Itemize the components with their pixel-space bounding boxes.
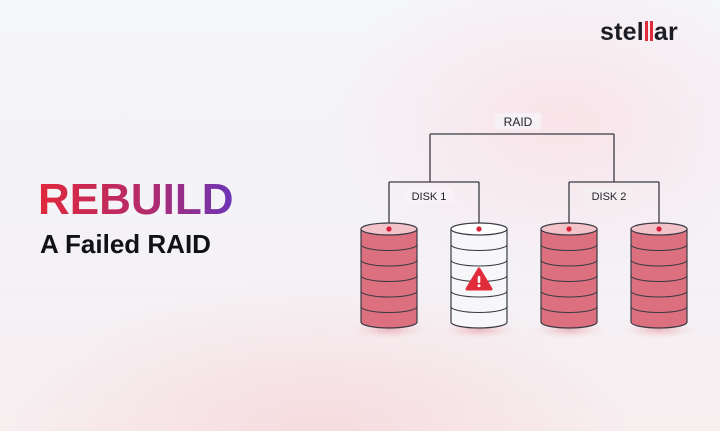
disk-band — [540, 244, 598, 252]
logo-bar-1 — [644, 21, 648, 41]
disk-band — [540, 290, 598, 298]
disk-band — [450, 306, 508, 314]
disk — [540, 222, 598, 329]
disk-band — [360, 306, 418, 314]
disk-band — [540, 275, 598, 283]
label-mask — [585, 187, 633, 203]
connection-dot — [566, 226, 572, 232]
disk — [630, 222, 688, 329]
connection-dot — [656, 226, 662, 232]
disk-band — [630, 306, 688, 314]
disk-group-label-1: DISK 1 — [412, 191, 447, 203]
headline-failed-raid: A Failed RAID — [40, 229, 211, 259]
disk-band — [630, 244, 688, 252]
disk-band — [360, 290, 418, 298]
logo-bar-2 — [649, 21, 653, 41]
disk-band — [630, 275, 688, 283]
disk-band — [630, 290, 688, 298]
disk-band — [450, 244, 508, 252]
label-mask — [405, 187, 453, 203]
warning-icon — [465, 267, 493, 291]
disk — [360, 222, 418, 329]
disk-body — [540, 229, 598, 329]
disk-body — [360, 229, 418, 329]
disk-band — [360, 259, 418, 267]
connection-dot — [386, 226, 392, 232]
logo-text-start: stel — [600, 18, 644, 46]
disk-band — [540, 306, 598, 314]
disk-band — [630, 259, 688, 267]
disk-band — [360, 275, 418, 283]
raid-label: RAID — [504, 115, 533, 129]
tree-lines — [388, 133, 660, 229]
failed-disk — [450, 222, 508, 329]
headline-rebuild: REBUILD — [38, 175, 234, 224]
disk-group-label-2: DISK 2 — [592, 191, 627, 203]
disk-band — [450, 290, 508, 298]
connection-dot — [476, 226, 482, 232]
disk-stack — [360, 222, 688, 329]
disk-band — [450, 259, 508, 267]
logo-text-end: ar — [653, 18, 678, 46]
disk-band — [540, 259, 598, 267]
disk-body — [630, 229, 688, 329]
label-mask — [495, 113, 541, 129]
disk-band — [360, 244, 418, 252]
